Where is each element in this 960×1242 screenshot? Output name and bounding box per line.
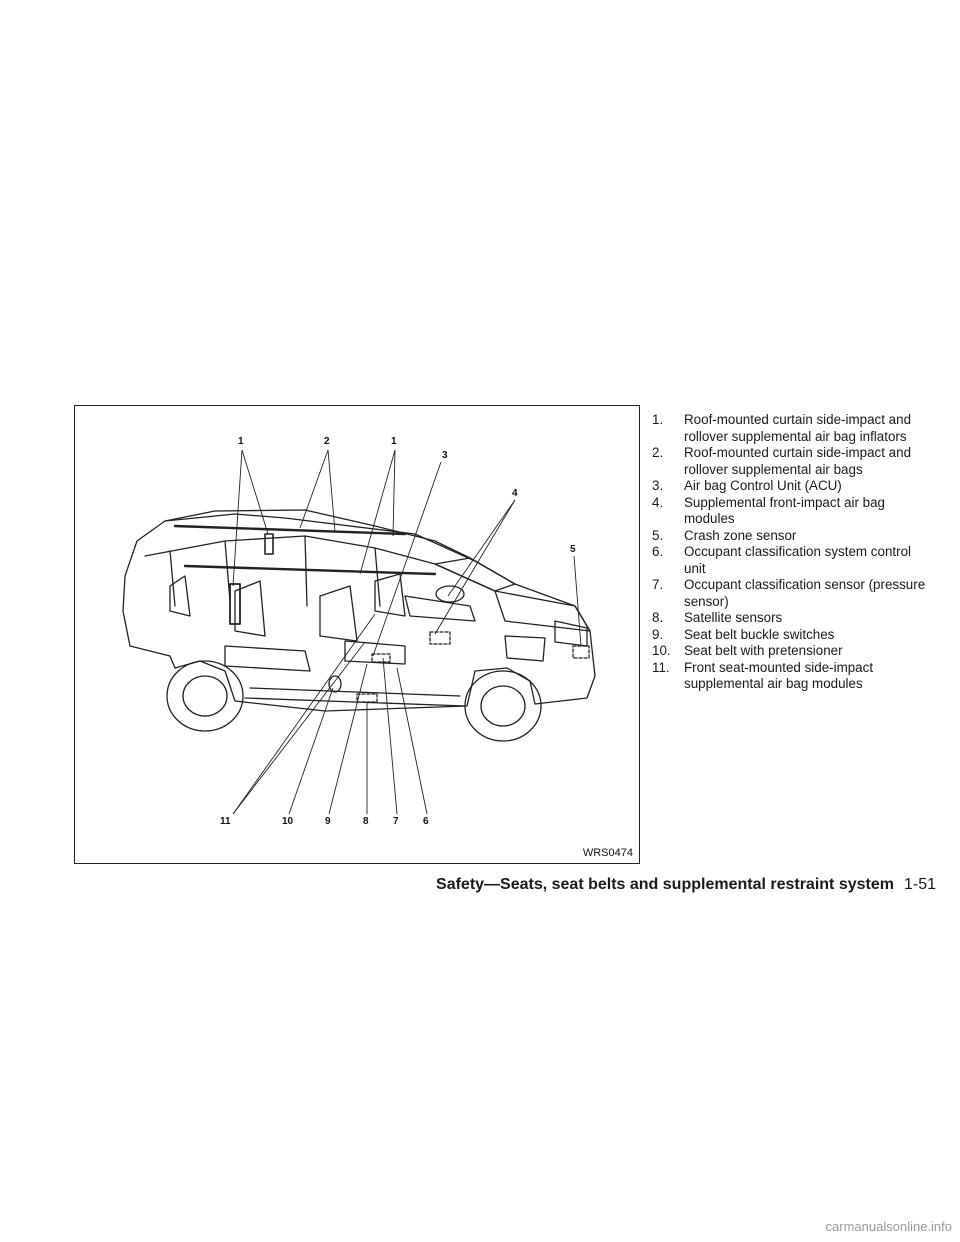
callout-2: 2 [324, 436, 330, 447]
figure-code: WRS0474 [582, 847, 633, 859]
callout-6: 6 [423, 816, 429, 827]
callout-11: 11 [220, 816, 231, 827]
legend-item: 6.Occupant classification system control… [652, 544, 911, 576]
vehicle-illustration: 1 2 1 3 4 5 11 10 9 8 7 6 [122, 436, 596, 827]
callout-1a: 1 [238, 436, 244, 447]
vehicle-diagram-figure: 1 2 1 3 4 5 11 10 9 8 7 6 WRS0474 [74, 405, 640, 864]
legend-item: 10.Seat belt with pretensioner [652, 643, 843, 658]
page-number: 1-51 [903, 876, 936, 893]
legend-item: 8.Satellite sensors [652, 610, 783, 625]
component-legend: 1.Roof-mounted curtain side-impact and r… [652, 412, 932, 693]
callout-5: 5 [570, 544, 576, 555]
legend-item: 9.Seat belt buckle switches [652, 626, 835, 642]
callout-4: 4 [512, 488, 518, 499]
legend-item: 7.Occupant classification sensor (pressu… [652, 577, 926, 609]
callout-3: 3 [442, 450, 448, 461]
legend-item: 11.Front seat-mounted side-impact supple… [652, 659, 874, 692]
legend-item: 5.Crash zone sensor [652, 527, 797, 543]
section-title: Safety—Seats, seat belts and supplementa… [436, 876, 894, 893]
legend-item: 4.Supplemental front-impact air bag modu… [652, 494, 885, 527]
callout-7: 7 [393, 816, 399, 827]
legend-item: 3.Air bag Control Unit (ACU) [652, 478, 842, 493]
watermark-link[interactable]: carmanualsonline.info [825, 1219, 952, 1234]
callout-10: 10 [282, 816, 294, 827]
callout-9: 9 [325, 816, 331, 827]
legend-item: 2.Roof-mounted curtain side-impact and r… [652, 445, 912, 477]
legend-item: 1.Roof-mounted curtain side-impact and r… [652, 412, 912, 444]
page-footer: Safety—Seats, seat belts and supplementa… [436, 876, 936, 894]
callout-1b: 1 [391, 436, 397, 447]
callout-8: 8 [363, 816, 369, 827]
